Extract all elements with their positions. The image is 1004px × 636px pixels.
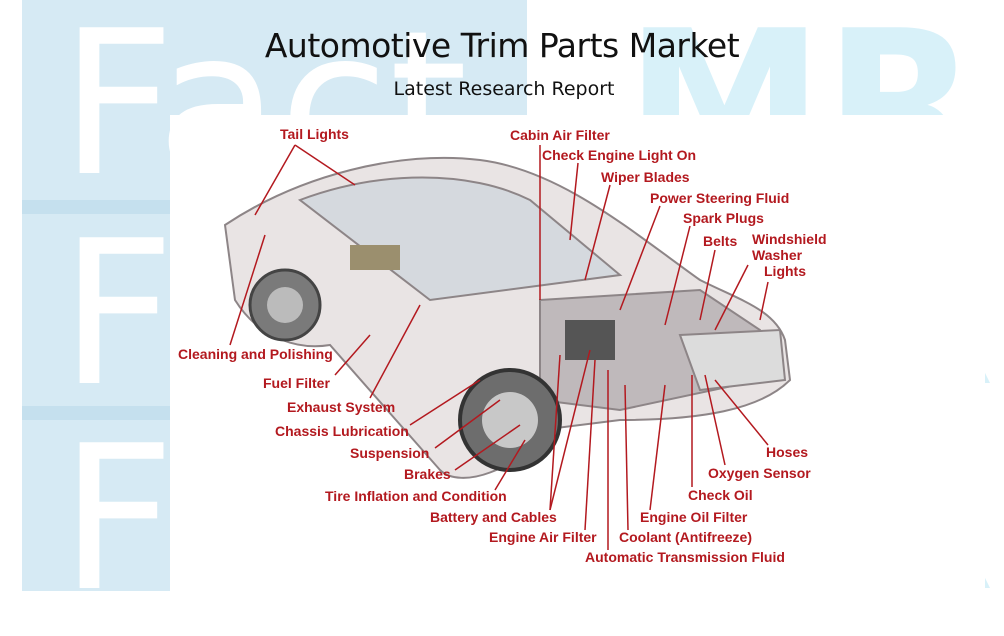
label-oxygen-sensor: Oxygen Sensor bbox=[708, 465, 811, 481]
label-brakes: Brakes bbox=[404, 466, 451, 482]
page-subtitle: Latest Research Report bbox=[393, 78, 615, 100]
label-suspension: Suspension bbox=[350, 445, 430, 461]
label-check-oil: Check Oil bbox=[688, 487, 753, 503]
label-engine-oil-filter: Engine Oil Filter bbox=[640, 509, 748, 525]
label-check-engine-light: Check Engine Light On bbox=[542, 147, 697, 163]
label-cabin-air-filter: Cabin Air Filter bbox=[510, 127, 610, 143]
label-chassis-lubrication: Chassis Lubrication bbox=[275, 423, 409, 439]
label-windshield: Windshield bbox=[752, 231, 827, 247]
label-spark-plugs: Spark Plugs bbox=[683, 210, 764, 226]
label-washer: Washer bbox=[752, 247, 803, 263]
label-hoses: Hoses bbox=[766, 444, 809, 460]
label-battery-cables: Battery and Cables bbox=[430, 509, 557, 525]
label-coolant: Coolant (Antifreeze) bbox=[619, 529, 752, 545]
page-title: Automotive Trim Parts Market bbox=[264, 26, 740, 65]
label-engine-air-filter: Engine Air Filter bbox=[489, 529, 597, 545]
label-lights: Lights bbox=[764, 263, 806, 279]
label-exhaust-system: Exhaust System bbox=[287, 399, 396, 415]
label-power-steering-fluid: Power Steering Fluid bbox=[650, 190, 790, 206]
label-fuel-filter: Fuel Filter bbox=[263, 375, 330, 391]
car-illustration bbox=[223, 144, 792, 550]
battery bbox=[565, 320, 615, 360]
label-cleaning-polishing: Cleaning and Polishing bbox=[178, 346, 333, 362]
label-automatic-transmission-fluid: Automatic Transmission Fluid bbox=[585, 549, 785, 565]
label-tire-inflation: Tire Inflation and Condition bbox=[325, 488, 507, 504]
label-tail-lights: Tail Lights bbox=[280, 126, 349, 142]
label-belts: Belts bbox=[703, 233, 738, 249]
label-wiper-blades: Wiper Blades bbox=[601, 169, 690, 185]
